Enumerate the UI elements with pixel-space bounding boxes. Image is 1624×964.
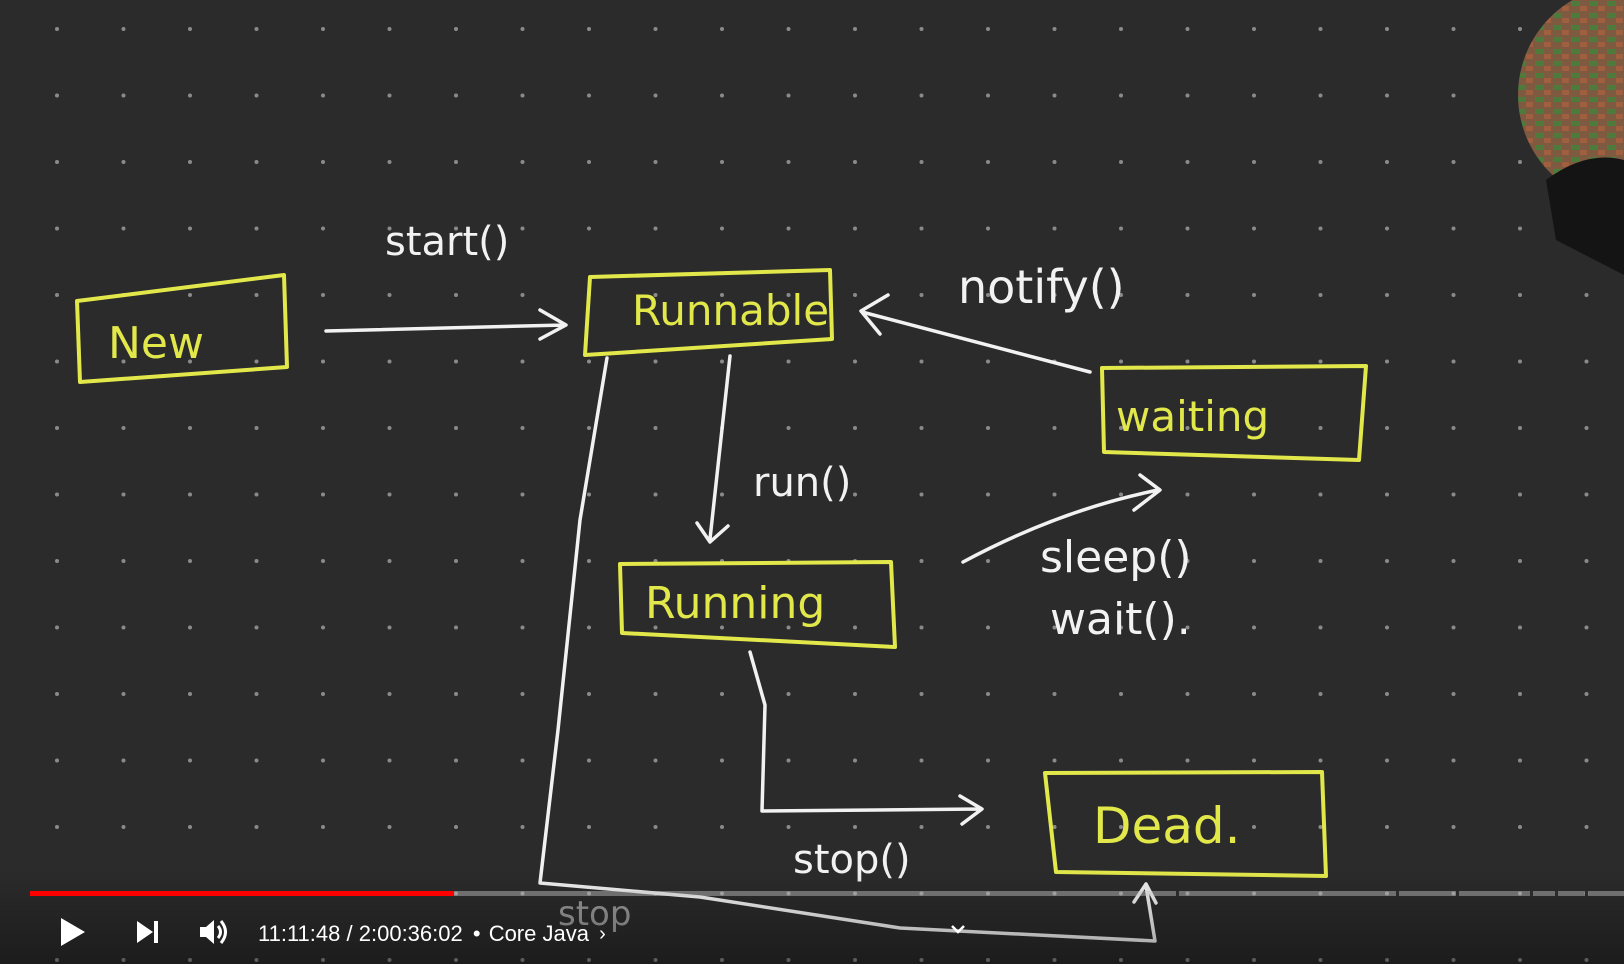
sleep-wait-arrow: [961, 473, 1162, 564]
running-state-box: [618, 560, 897, 649]
sleep-label: sleep(): [1040, 532, 1192, 583]
progress-played: [30, 891, 454, 896]
progress-bar[interactable]: [30, 891, 1624, 896]
wait-label: wait().: [1050, 594, 1191, 645]
run-label: run(): [753, 460, 851, 506]
play-button[interactable]: [54, 914, 90, 950]
dead-state-label: Dead.: [1093, 797, 1241, 855]
next-button[interactable]: [130, 914, 166, 950]
play-icon: [61, 918, 85, 946]
time-display: 11:11:48 / 2:00:36:02 • Core Java ›: [258, 920, 606, 947]
webcam-feed: [1518, 0, 1624, 275]
running-state-label: Running: [645, 578, 825, 629]
chapter-dot: •: [472, 921, 481, 947]
chapter-marker: [1530, 891, 1533, 896]
stop-scribble: stop: [558, 894, 631, 934]
settings-caret[interactable]: [948, 922, 968, 938]
webcam-overlay: [1516, 0, 1624, 275]
next-icon: [137, 921, 158, 943]
chapter-marker: [1555, 891, 1558, 896]
notify-label: notify(): [958, 260, 1125, 314]
waiting-state-label: waiting: [1116, 392, 1269, 441]
video-player-controls: 11:11:48 / 2:00:36:02 • Core Java ›: [0, 870, 1624, 964]
runnable-state-box: [583, 268, 834, 357]
waiting-state-box: [1100, 364, 1368, 462]
runnable-state-label: Runnable: [632, 286, 829, 335]
chapter-marker: [1585, 891, 1588, 896]
start-arrow: [324, 308, 568, 341]
run-arrow: [695, 354, 732, 544]
time-separator: /: [346, 921, 353, 947]
chevron-right-icon[interactable]: ›: [599, 922, 606, 945]
chapter-marker: [1456, 891, 1459, 896]
chapter-marker: [1396, 891, 1399, 896]
new-state-box: [75, 273, 289, 384]
new-state-label: New: [108, 318, 204, 369]
dead-state-box: [1043, 770, 1328, 878]
volume-icon: [200, 920, 227, 944]
chapter-marker: [1176, 891, 1179, 896]
chapter-title[interactable]: Core Java: [488, 921, 589, 947]
current-time: 11:11:48: [258, 921, 341, 947]
runnable-to-dead-stop-arrow: [538, 356, 1158, 943]
chevron-down-icon: [951, 925, 965, 934]
running-to-dead-arrow: [748, 650, 984, 826]
volume-button[interactable]: [196, 914, 232, 950]
start-label: start(): [385, 219, 509, 265]
stop-label: stop(): [793, 837, 911, 883]
duration: 2:00:36:02: [358, 921, 463, 947]
notify-arrow: [859, 293, 1092, 374]
